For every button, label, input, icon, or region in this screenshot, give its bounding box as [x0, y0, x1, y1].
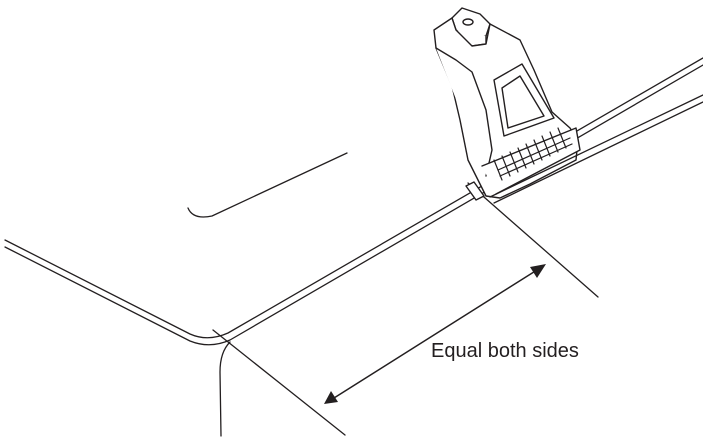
clip-bracket — [433, 7, 581, 201]
corner-edge — [219, 341, 231, 437]
measurement-arrow — [324, 264, 546, 404]
recess-curve — [187, 152, 348, 218]
grip-ridges — [493, 127, 573, 181]
surface-edge — [4, 57, 703, 346]
guide-line-left — [212, 329, 346, 436]
rail — [489, 94, 703, 204]
equal-both-sides-label: Equal both sides — [431, 340, 579, 362]
guide-line-right — [467, 182, 599, 298]
